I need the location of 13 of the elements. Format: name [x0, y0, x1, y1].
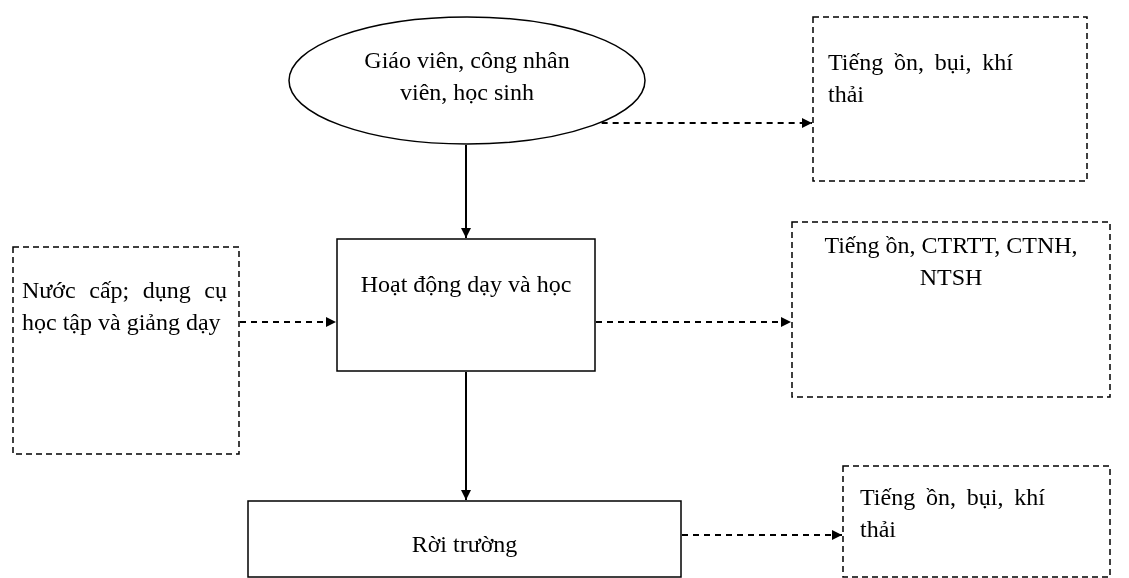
- arrow: [600, 118, 813, 128]
- arrow: [461, 144, 471, 239]
- arrow: [595, 317, 792, 327]
- node-label: Hoạt động dạy và học: [359, 270, 573, 299]
- node-label: Rời trường: [410, 530, 519, 559]
- node-label: Tiếng ồn, CTRTT, CTNH, NTSH: [823, 231, 1079, 293]
- arrow: [461, 371, 471, 501]
- arrow: [239, 317, 337, 327]
- arrow: [681, 530, 843, 540]
- node-label: Giáo viên, công nhân viên, học sinh: [363, 46, 571, 108]
- node-label: Tiếng ồn, bụi, khí thải: [828, 48, 1013, 110]
- node-label: Tiếng ồn, bụi, khí thải: [860, 483, 1045, 545]
- node-label: Nước cấp; dụng cụ học tập và giảng dạy: [22, 276, 227, 338]
